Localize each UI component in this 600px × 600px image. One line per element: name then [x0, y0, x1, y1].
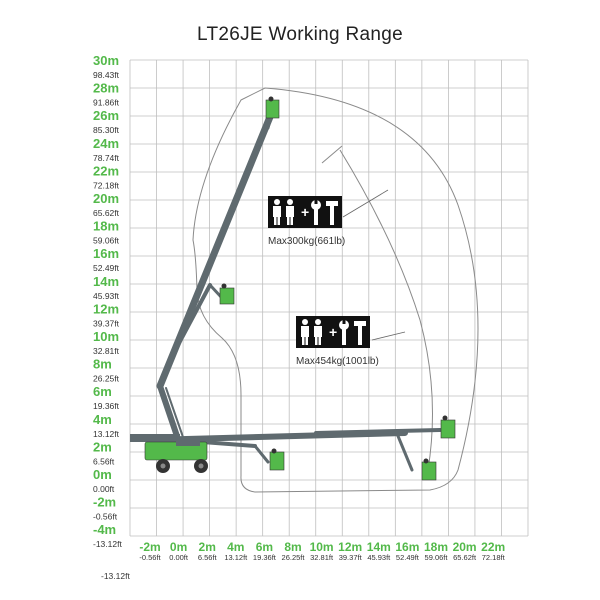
y-tick-metres: 16m [93, 246, 119, 261]
x-tick-metres: 8m [284, 540, 301, 554]
x-tick-feet: 65.62ft [453, 553, 477, 562]
y-tick-metres: 4m [93, 412, 112, 427]
x-tick-feet: 0.00ft [169, 553, 189, 562]
y-tick-metres: 22m [93, 163, 119, 178]
outer-envelope [192, 87, 479, 493]
platform-low [269, 448, 285, 471]
x-tick-metres: 12m [338, 540, 362, 554]
x-tick-metres: 16m [395, 540, 419, 554]
y-tick-feet: 91.86ft [93, 98, 120, 108]
x-tick-feet: 52.49ft [396, 553, 420, 562]
x-tick-feet: 32.81ft [310, 553, 334, 562]
y-tick-metres: 24m [93, 136, 119, 151]
y-tick-feet: 65.62ft [93, 208, 120, 218]
x-tick-metres: 20m [453, 540, 477, 554]
platform-outreach-low [421, 458, 437, 481]
x-tick-feet: 19.36ft [253, 553, 277, 562]
x-tick-feet: 72.18ft [482, 553, 506, 562]
y-tick-feet: 0.00ft [93, 484, 115, 494]
y-tick-feet: 13.12ft [93, 429, 120, 439]
y-tick-metres: 26m [93, 108, 119, 123]
y-tick-metres: 10m [93, 329, 119, 344]
pointer-line-1 [342, 189, 389, 218]
x-tick-feet: 13.12ft [224, 553, 248, 562]
x-tick-metres: 0m [170, 540, 187, 554]
y-tick-feet: 26.25ft [93, 374, 120, 384]
y-tick-feet: 19.36ft [93, 401, 120, 411]
x-tick-metres: -2m [139, 540, 160, 554]
x-tick-metres: 18m [424, 540, 448, 554]
x-tick-feet: 6.56ft [198, 553, 218, 562]
inner-envelope-top [321, 145, 343, 164]
y-tick-feet: -13.12ft [93, 539, 122, 549]
zone-1-capacity: Max300kg(661lb) [268, 236, 345, 247]
x-tick-metres: 22m [481, 540, 505, 554]
boom-assembly [147, 108, 442, 472]
x-tick-metres: 4m [227, 540, 244, 554]
y-tick-metres: 2m [93, 439, 112, 454]
pointer-line-2 [371, 331, 406, 341]
x-tick-metres: 6m [256, 540, 273, 554]
platform-mid [219, 283, 235, 305]
y-tick-feet: 98.43ft [93, 70, 120, 80]
x-tick-metres: 10m [310, 540, 334, 554]
x-tick-feet: 45.93ft [367, 553, 391, 562]
x-tick-metres: 14m [367, 540, 391, 554]
x-tick-feet: -0.56ft [139, 553, 161, 562]
y-tick-feet: 6.56ft [93, 456, 115, 466]
y-tick-metres: -4m [93, 522, 116, 537]
y-tick-feet: -0.56ft [93, 512, 118, 522]
y-tick-feet: 78.74ft [93, 153, 120, 163]
y-tick-metres: -2m [93, 495, 116, 510]
zone-1-icon: + [268, 196, 342, 228]
diagram-title: LT26JE Working Range [197, 24, 403, 45]
platform-outreach-high [440, 415, 456, 439]
y-extra-feet-label: -13.12ft [101, 571, 130, 581]
y-tick-metres: 30m [93, 53, 119, 68]
x-tick-metres: 2m [199, 540, 216, 554]
y-tick-metres: 20m [93, 191, 119, 206]
platform-top [265, 96, 280, 119]
y-tick-feet: 52.49ft [93, 263, 120, 273]
inner-envelope [339, 149, 433, 471]
y-tick-metres: 0m [93, 467, 112, 482]
zone-2-capacity: Max454kg(1001lb) [296, 356, 379, 367]
svg-text:+: + [301, 204, 309, 220]
y-tick-feet: 72.18ft [93, 180, 120, 190]
machine-base [130, 434, 208, 473]
y-tick-feet: 39.37ft [93, 318, 120, 328]
y-tick-feet: 32.81ft [93, 346, 120, 356]
y-tick-feet: 85.30ft [93, 125, 120, 135]
x-tick-feet: 39.37ft [339, 553, 363, 562]
x-tick-feet: 26.25ft [282, 553, 306, 562]
y-tick-metres: 6m [93, 384, 112, 399]
y-tick-metres: 28m [93, 81, 119, 96]
y-tick-feet: 59.06ft [93, 236, 120, 246]
x-tick-feet: 59.06ft [425, 553, 449, 562]
y-tick-metres: 14m [93, 274, 119, 289]
y-tick-metres: 12m [93, 301, 119, 316]
zone-2-icon: + [296, 316, 370, 348]
grid [129, 59, 529, 537]
svg-text:+: + [329, 324, 337, 340]
y-tick-metres: 18m [93, 219, 119, 234]
y-tick-feet: 45.93ft [93, 291, 120, 301]
y-tick-metres: 8m [93, 357, 112, 372]
